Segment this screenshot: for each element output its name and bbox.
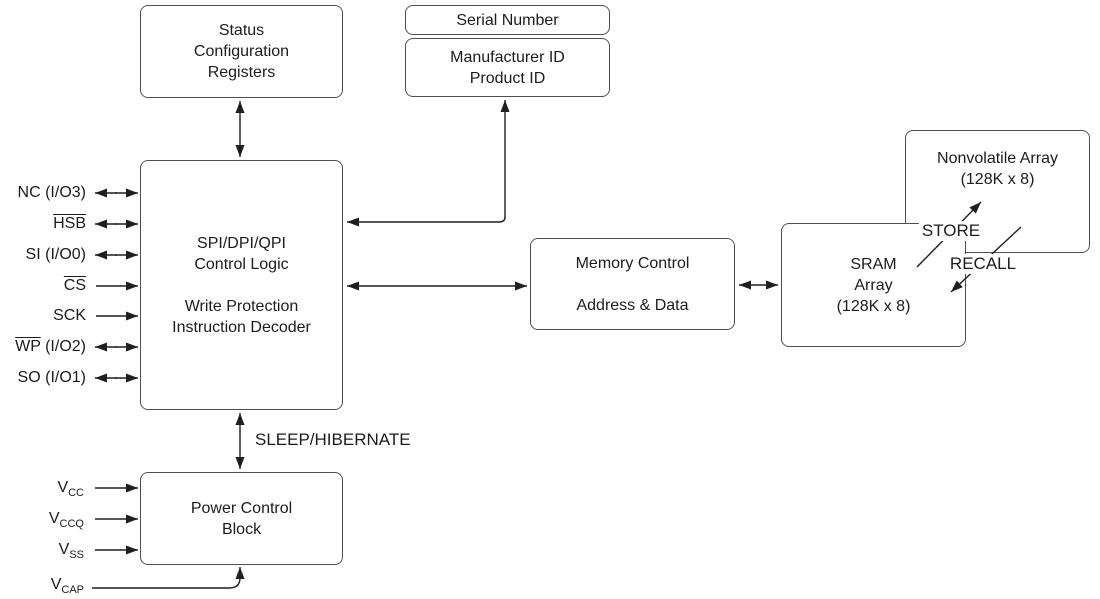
pin-label-nc-io3: NC (I/O3) bbox=[17, 184, 86, 201]
box-label: Status Configuration Registers bbox=[193, 22, 290, 81]
pin-label-wp-io2: WP (I/O2) bbox=[15, 338, 86, 355]
box-label: Nonvolatile Array (128K x 8) bbox=[937, 150, 1058, 188]
arrow-pin-vcap bbox=[92, 567, 245, 589]
pin-label-so-io1: SO (I/O1) bbox=[17, 369, 86, 386]
pin-label-cs: CS bbox=[63, 277, 86, 294]
pin-label-si-io0: SI (I/O0) bbox=[25, 246, 86, 263]
pin-label-sck: SCK bbox=[53, 307, 86, 324]
manufacturer-product-id-box: Manufacturer ID Product ID bbox=[405, 38, 610, 97]
sleep-hibernate-label: SLEEP/HIBERNATE bbox=[252, 430, 414, 450]
serial-number-box: Serial Number bbox=[405, 5, 610, 35]
box-label: Memory Control Address & Data bbox=[575, 254, 690, 314]
pin-arrows bbox=[95, 188, 138, 383]
pin-label-vcap: VCAP bbox=[50, 576, 84, 597]
pin-label-hsb: HSB bbox=[53, 215, 86, 232]
arrow-serial-control bbox=[347, 100, 510, 227]
store-label: STORE bbox=[918, 221, 984, 241]
spi-control-logic-box: SPI/DPI/QPI Control Logic Write Protecti… bbox=[140, 160, 343, 410]
box-label: SPI/DPI/QPI Control Logic Write Protecti… bbox=[172, 234, 311, 336]
recall-label: RECALL bbox=[946, 254, 1020, 274]
pin-label-vccq: VCCQ bbox=[48, 510, 84, 531]
box-label: Power Control Block bbox=[190, 499, 293, 538]
box-label: Serial Number bbox=[456, 11, 559, 29]
pin-label-vcc: VCC bbox=[57, 479, 84, 500]
sram-array-box: SRAM Array (128K x 8) bbox=[781, 223, 966, 347]
memory-control-box: Memory Control Address & Data bbox=[530, 238, 735, 330]
box-label: SRAM Array (128K x 8) bbox=[836, 255, 911, 315]
pin-label-vss: VSS bbox=[58, 541, 84, 562]
status-configuration-registers-box: Status Configuration Registers bbox=[140, 5, 343, 98]
box-label: Manufacturer ID Product ID bbox=[450, 48, 565, 87]
power-control-block-box: Power Control Block bbox=[140, 472, 343, 565]
